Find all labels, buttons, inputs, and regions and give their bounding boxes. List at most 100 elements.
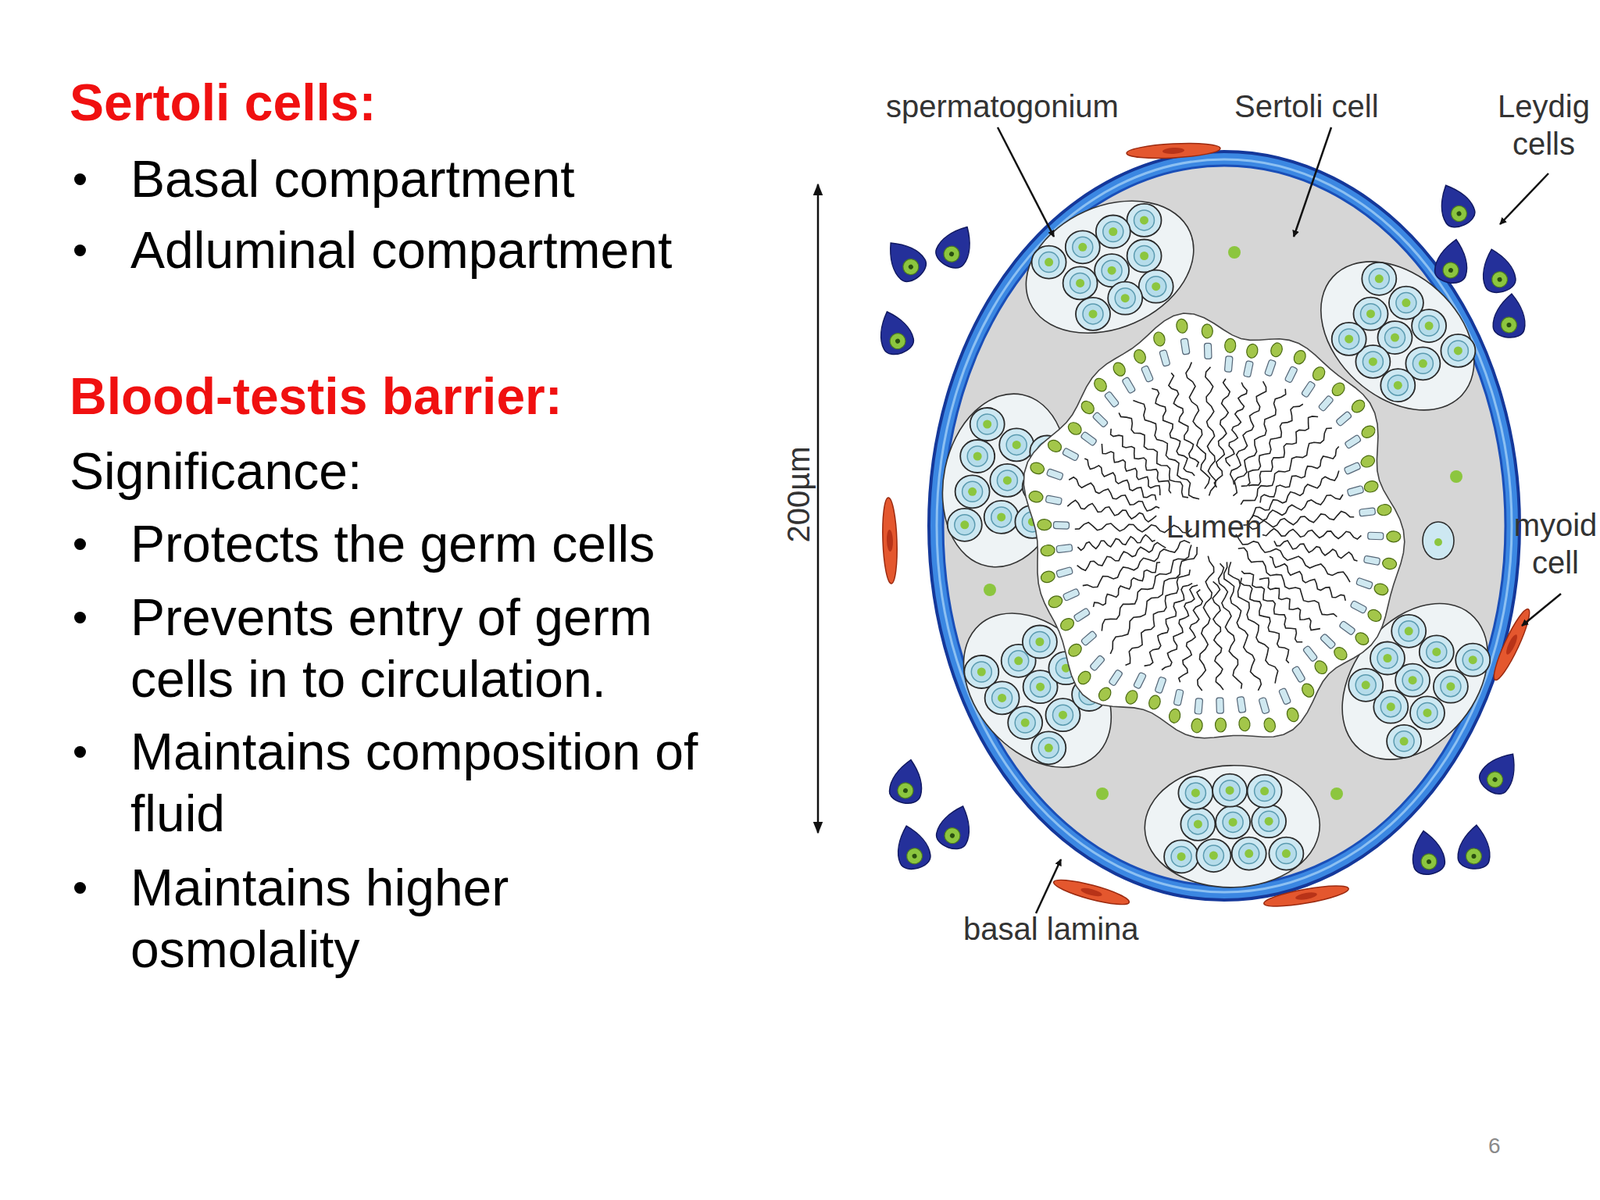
sperm-midpiece — [1242, 360, 1254, 378]
nucleolus — [996, 512, 1006, 522]
myoid-cell — [1262, 882, 1350, 911]
sperm-head — [1372, 582, 1390, 597]
sperm-midpiece — [1173, 689, 1184, 706]
sperm-tail — [1101, 544, 1192, 631]
myoid-nucleus — [886, 529, 894, 552]
nucleolus — [1089, 309, 1098, 318]
germ-cell-clusters — [927, 175, 1518, 890]
sperm-head — [1065, 420, 1084, 438]
sperm-tail — [1262, 528, 1362, 540]
spermatogonium-cell — [1065, 230, 1100, 264]
sperm-tail — [1240, 428, 1333, 505]
leydig-cells — [871, 178, 1528, 878]
sperm-midpiece — [1367, 532, 1384, 540]
nucleolus — [1021, 718, 1030, 728]
spermatogonium-cell — [1215, 805, 1250, 839]
leydig-body — [931, 218, 981, 273]
cell-nucleus — [1171, 846, 1192, 867]
sperm-head — [1037, 518, 1052, 531]
sperm-tail — [1205, 367, 1216, 497]
sperm-midpiece — [1045, 495, 1062, 506]
nucleolus — [1003, 475, 1012, 485]
cell-nucleus — [1396, 292, 1417, 314]
leydig-cell — [1407, 828, 1447, 877]
cell-nucleus — [1360, 303, 1382, 325]
nucleolus — [1344, 334, 1354, 343]
sertoli-nucleus — [983, 583, 997, 597]
sperm-midpiece — [1350, 600, 1368, 614]
part-label: basal lamina — [963, 910, 1140, 948]
cell-nucleus — [1114, 288, 1136, 309]
cell-nucleus — [1146, 276, 1167, 297]
leydig-body — [1431, 178, 1479, 233]
nucleolus — [1282, 849, 1291, 858]
sperm-head — [1078, 398, 1097, 417]
nucleolus — [1404, 626, 1414, 636]
sperm-head — [1039, 544, 1056, 558]
dimension-label: 200µm — [779, 446, 818, 543]
sperm-head — [1381, 557, 1397, 571]
nucleolus — [1408, 675, 1418, 685]
spermatogonium-cell — [1440, 334, 1475, 368]
cluster-outline — [1291, 232, 1504, 440]
subheading: Significance: — [69, 440, 679, 503]
cell-nucleus — [1101, 260, 1122, 281]
sperm-midpiece — [1053, 521, 1069, 530]
nucleolus — [1456, 210, 1463, 217]
bullet-text: Prevents entry of germ cells in to circu… — [130, 586, 740, 711]
spermatogonium-cell — [1389, 286, 1424, 320]
sperm-tail — [1230, 381, 1267, 485]
nucleolus — [1139, 251, 1149, 261]
sperm-tail — [1228, 561, 1278, 683]
cell-nucleus — [1039, 252, 1060, 273]
nucleolus — [1400, 736, 1409, 746]
sperm-midpiece — [1062, 588, 1080, 601]
sperm-head — [1359, 423, 1378, 440]
sperm-head — [1091, 375, 1109, 394]
sperm-midpiece — [1300, 380, 1316, 398]
nucleolus — [1012, 440, 1022, 450]
leydig-body — [932, 800, 978, 854]
leydig-body — [891, 821, 934, 873]
spermatogonium-cell — [960, 439, 995, 473]
spermatogonium-cell — [1063, 266, 1098, 300]
cell-nucleus — [1385, 327, 1406, 348]
sperm-midpiece — [1073, 607, 1091, 622]
sperm-midpiece — [1108, 669, 1124, 687]
nucleolus — [949, 832, 956, 840]
sperm-tail — [1132, 400, 1200, 500]
sperm-head — [1046, 438, 1064, 455]
sperm-head — [1146, 693, 1162, 711]
sperm-midpiece — [1363, 555, 1380, 566]
leader-line — [1500, 173, 1549, 225]
spermatogonium-cell — [1007, 706, 1043, 740]
cell-nucleus — [1203, 845, 1224, 866]
sperm-tail — [1093, 562, 1161, 608]
leydig-nucleus — [904, 846, 924, 866]
cell-nucleus — [1134, 210, 1155, 231]
nucleolus — [1496, 276, 1503, 283]
nucleolus — [1426, 858, 1433, 865]
sperm-midpiece — [1346, 485, 1365, 497]
sperm-midpiece — [1056, 543, 1073, 553]
nucleolus — [894, 338, 901, 345]
nucleolus — [1386, 702, 1396, 711]
sperm-midpiece — [1216, 697, 1225, 714]
cell-nucleus — [1387, 375, 1408, 396]
leydig-cell — [871, 306, 917, 359]
sperm-midpiece — [1335, 410, 1353, 427]
sperm-midpiece — [1284, 365, 1298, 383]
sertoli-nucleus — [1330, 787, 1343, 800]
cell-nucleus — [1239, 843, 1260, 865]
nucleolus — [1393, 381, 1403, 390]
sperm-head — [1365, 607, 1383, 625]
nucleolus — [1418, 359, 1428, 368]
cell-nucleus — [1254, 781, 1275, 802]
nucleolus — [1177, 852, 1186, 861]
spermatogonium-cell — [1096, 215, 1131, 249]
cell-nucleus — [1008, 650, 1029, 672]
leydig-nucleus — [942, 825, 963, 847]
sperm-midpiece — [1140, 365, 1154, 383]
cell-nucleus — [1402, 670, 1423, 691]
leydig-body — [1432, 236, 1472, 286]
